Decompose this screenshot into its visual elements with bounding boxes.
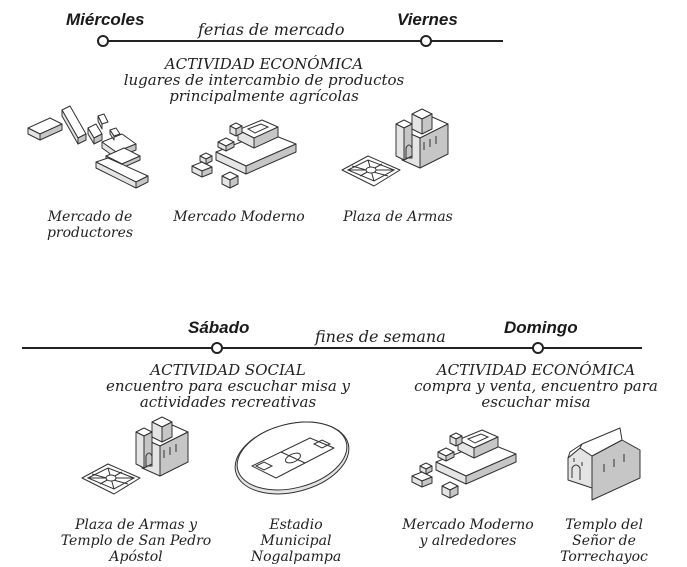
- caption-line: Apóstol: [109, 549, 163, 565]
- timeline-marker-saturday: [211, 342, 223, 354]
- timeline-label-weekends: fines de semana: [315, 327, 446, 346]
- section-header-economic-top: ACTIVIDAD ECONÓMICA lugares de intercamb…: [114, 56, 414, 104]
- place-caption-producers-market: Mercado de productores: [30, 209, 150, 241]
- timeline-line-top: [102, 40, 503, 42]
- section-desc-line2: actividades recreativas: [139, 393, 317, 411]
- section-title: ACTIVIDAD ECONÓMICA: [164, 55, 364, 73]
- plaza-church-icon: [81, 416, 189, 495]
- timeline-marker-wednesday: [97, 35, 109, 47]
- section-title: ACTIVIDAD SOCIAL: [150, 361, 306, 379]
- section-header-economic-bottom: ACTIVIDAD ECONÓMICA compra y venta, encu…: [406, 362, 666, 410]
- day-label-friday: Viernes: [397, 10, 458, 29]
- caption-line: Municipal: [260, 533, 332, 549]
- section-desc-line2: principalmente agrícolas: [169, 87, 359, 105]
- caption-line: Torrechayoc: [560, 549, 648, 565]
- place-caption-templo-torrechayoc: Templo del Señor de Torrechayoc: [548, 517, 660, 565]
- place-caption-modern-market-surroundings: Mercado Moderno y alrededores: [400, 517, 536, 549]
- section-desc-line1: lugares de intercambio de productos: [123, 71, 405, 89]
- section-header-social: ACTIVIDAD SOCIAL encuentro para escuchar…: [96, 362, 360, 410]
- caption-line: Templo de San Pedro: [60, 533, 212, 549]
- plaza-church-icon: [341, 108, 449, 187]
- caption-line: Señor de: [572, 533, 636, 549]
- section-desc-line2: escuchar misa: [481, 393, 591, 411]
- day-label-sunday: Domingo: [504, 318, 578, 337]
- caption-line: Nogalpampa: [250, 549, 342, 565]
- modern-market-icon: [191, 119, 297, 189]
- place-caption-plaza-templo-san-pedro: Plaza de Armas y Templo de San Pedro Apó…: [58, 517, 214, 565]
- caption-line: productores: [46, 225, 134, 241]
- day-label-saturday: Sábado: [188, 318, 250, 337]
- caption-line: Mercado de: [47, 209, 133, 225]
- modern-market-icon: [411, 429, 517, 499]
- day-label-wednesday: Miércoles: [66, 10, 145, 29]
- market-blocks-icon: [27, 105, 149, 189]
- timeline-line-bottom: [22, 347, 642, 349]
- timeline-label-market-fairs: ferias de mercado: [198, 20, 345, 39]
- section-title: ACTIVIDAD ECONÓMICA: [436, 361, 636, 379]
- caption-line: Plaza de Armas y: [74, 517, 198, 533]
- timeline-marker-sunday: [532, 342, 544, 354]
- stadium-icon: [226, 410, 358, 506]
- place-caption-modern-market: Mercado Moderno: [172, 209, 306, 225]
- caption-line: y alrededores: [419, 533, 517, 549]
- section-desc-line1: encuentro para escuchar misa y: [105, 377, 351, 395]
- caption-line: Plaza de Armas: [343, 209, 453, 225]
- place-caption-plaza-de-armas: Plaza de Armas: [338, 209, 458, 225]
- chapel-icon: [567, 427, 641, 501]
- caption-line: Estadio: [269, 517, 323, 533]
- caption-line: Mercado Moderno: [402, 517, 534, 533]
- timeline-marker-friday: [420, 35, 432, 47]
- section-desc-line1: compra y venta, encuentro para: [414, 377, 658, 395]
- caption-line: Templo del: [565, 517, 643, 533]
- caption-line: Mercado Moderno: [173, 209, 305, 225]
- place-caption-estadio-nogalpampa: Estadio Municipal Nogalpampa: [236, 517, 356, 565]
